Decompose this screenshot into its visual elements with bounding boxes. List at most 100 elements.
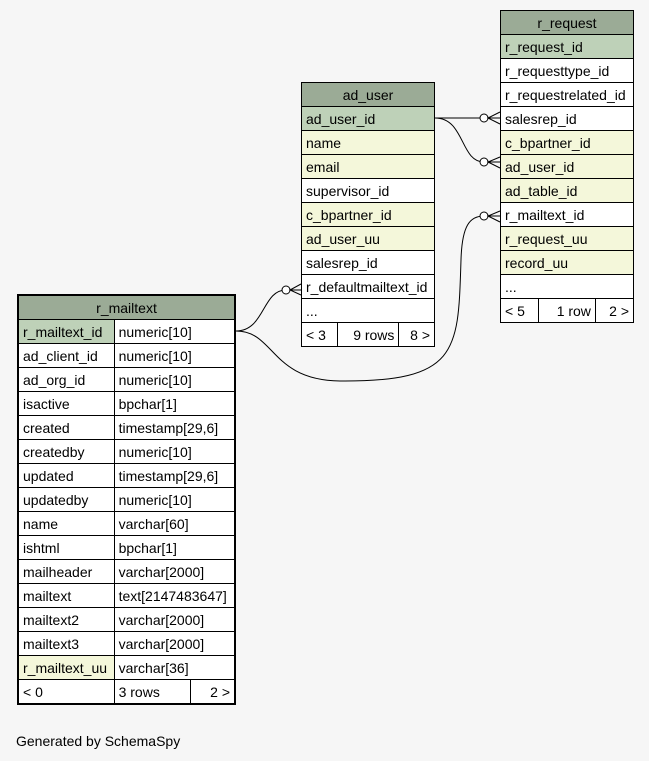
table-title[interactable]: r_request xyxy=(500,10,634,35)
column-name[interactable]: salesrep_id xyxy=(500,106,634,131)
column-row[interactable]: ad_user_id xyxy=(301,106,435,131)
column-row[interactable]: r_requesttype_id xyxy=(500,58,634,83)
column-name[interactable]: r_mailtext_id xyxy=(18,319,115,344)
generated-by-footer: Generated by SchemaSpy xyxy=(16,733,181,749)
footer-mid[interactable]: 3 rows xyxy=(113,679,192,704)
column-name[interactable]: updatedby xyxy=(18,487,115,512)
column-name[interactable]: salesrep_id xyxy=(301,250,435,275)
column-row[interactable]: name xyxy=(301,130,435,155)
footer-left[interactable]: < 5 xyxy=(500,298,539,323)
table-title[interactable]: ad_user xyxy=(301,82,435,107)
column-type: varchar[2000] xyxy=(113,607,236,632)
column-name[interactable]: ad_client_id xyxy=(18,343,115,368)
column-row[interactable]: salesrep_id xyxy=(500,106,634,131)
column-name[interactable]: mailtext xyxy=(18,583,115,608)
column-row[interactable]: salesrep_id xyxy=(301,250,435,275)
footer-right[interactable]: 8 > xyxy=(398,322,435,347)
column-row[interactable]: ad_user_uu xyxy=(301,226,435,251)
column-row[interactable]: ad_user_id xyxy=(500,154,634,179)
column-name[interactable]: isactive xyxy=(18,391,115,416)
column-name[interactable]: mailtext2 xyxy=(18,607,115,632)
footer-right[interactable]: 2 > xyxy=(190,679,235,704)
column-row[interactable]: r_mailtext_id xyxy=(500,202,634,227)
column-name[interactable]: c_bpartner_id xyxy=(301,202,435,227)
column-type: varchar[36] xyxy=(113,655,236,680)
column-name[interactable]: r_requestrelated_id xyxy=(500,82,634,107)
column-name[interactable]: r_requesttype_id xyxy=(500,58,634,83)
column-row[interactable]: ... xyxy=(301,298,435,323)
column-name[interactable]: ad_user_id xyxy=(301,106,435,131)
column-name[interactable]: createdby xyxy=(18,439,115,464)
column-name[interactable]: mailtext3 xyxy=(18,631,115,656)
column-name[interactable]: r_request_uu xyxy=(500,226,634,251)
footer-mid[interactable]: 1 row xyxy=(537,298,596,323)
footer-left[interactable]: < 0 xyxy=(18,679,115,704)
column-name[interactable]: ... xyxy=(301,298,435,323)
column-type: numeric[10] xyxy=(113,487,236,512)
edge-defaultmailtext-circle xyxy=(281,285,291,295)
column-row[interactable]: r_defaultmailtext_id xyxy=(301,274,435,299)
column-name[interactable]: r_defaultmailtext_id xyxy=(301,274,435,299)
column-row[interactable]: ad_table_id xyxy=(500,178,634,203)
column-name[interactable]: r_request_id xyxy=(500,34,634,59)
column-name[interactable]: ... xyxy=(500,274,634,299)
column-row[interactable]: c_bpartner_id xyxy=(500,130,634,155)
column-type: bpchar[1] xyxy=(113,391,236,416)
column-name[interactable]: mailheader xyxy=(18,559,115,584)
column-type: bpchar[1] xyxy=(113,535,236,560)
column-row[interactable]: ... xyxy=(500,274,634,299)
footer-left[interactable]: < 3 xyxy=(301,322,338,347)
column-name[interactable]: updated xyxy=(18,463,115,488)
column-name[interactable]: email xyxy=(301,154,435,179)
column-name[interactable]: ad_org_id xyxy=(18,367,115,392)
table-footer: < 5 1 row 2 > xyxy=(500,298,635,323)
footer-right[interactable]: 2 > xyxy=(594,298,635,323)
column-name[interactable]: c_bpartner_id xyxy=(500,130,634,155)
column-row[interactable]: r_requestrelated_id xyxy=(500,82,634,107)
column-row[interactable]: r_request_uu xyxy=(500,226,634,251)
column-name[interactable]: ad_user_id xyxy=(500,154,634,179)
footer-mid[interactable]: 9 rows xyxy=(336,322,400,347)
column-name[interactable]: ad_user_uu xyxy=(301,226,435,251)
column-type: numeric[10] xyxy=(113,439,236,464)
column-name[interactable]: name xyxy=(301,130,435,155)
column-name[interactable]: ad_table_id xyxy=(500,178,634,203)
edge-request-mailtext-crow xyxy=(486,210,501,223)
column-row[interactable]: r_request_id xyxy=(500,34,634,59)
table-title[interactable]: r_mailtext xyxy=(18,295,235,320)
column-row[interactable]: supervisor_id xyxy=(301,178,435,203)
column-name[interactable]: r_mailtext_uu xyxy=(18,655,115,680)
column-name[interactable]: ishtml xyxy=(18,535,115,560)
column-row[interactable]: c_bpartner_id xyxy=(301,202,435,227)
column-row[interactable]: email xyxy=(301,154,435,179)
column-type: varchar[2000] xyxy=(113,631,236,656)
column-name[interactable]: r_mailtext_id xyxy=(500,202,634,227)
edge-ad-user-crow xyxy=(486,156,501,169)
column-name[interactable]: name xyxy=(18,511,115,536)
column-name[interactable]: record_uu xyxy=(500,250,634,275)
column-name[interactable]: supervisor_id xyxy=(301,178,435,203)
edge-defaultmailtext xyxy=(235,289,287,332)
column-type: text[2147483647] xyxy=(113,583,236,608)
column-row[interactable]: record_uu xyxy=(500,250,634,275)
column-name[interactable]: created xyxy=(18,415,115,440)
